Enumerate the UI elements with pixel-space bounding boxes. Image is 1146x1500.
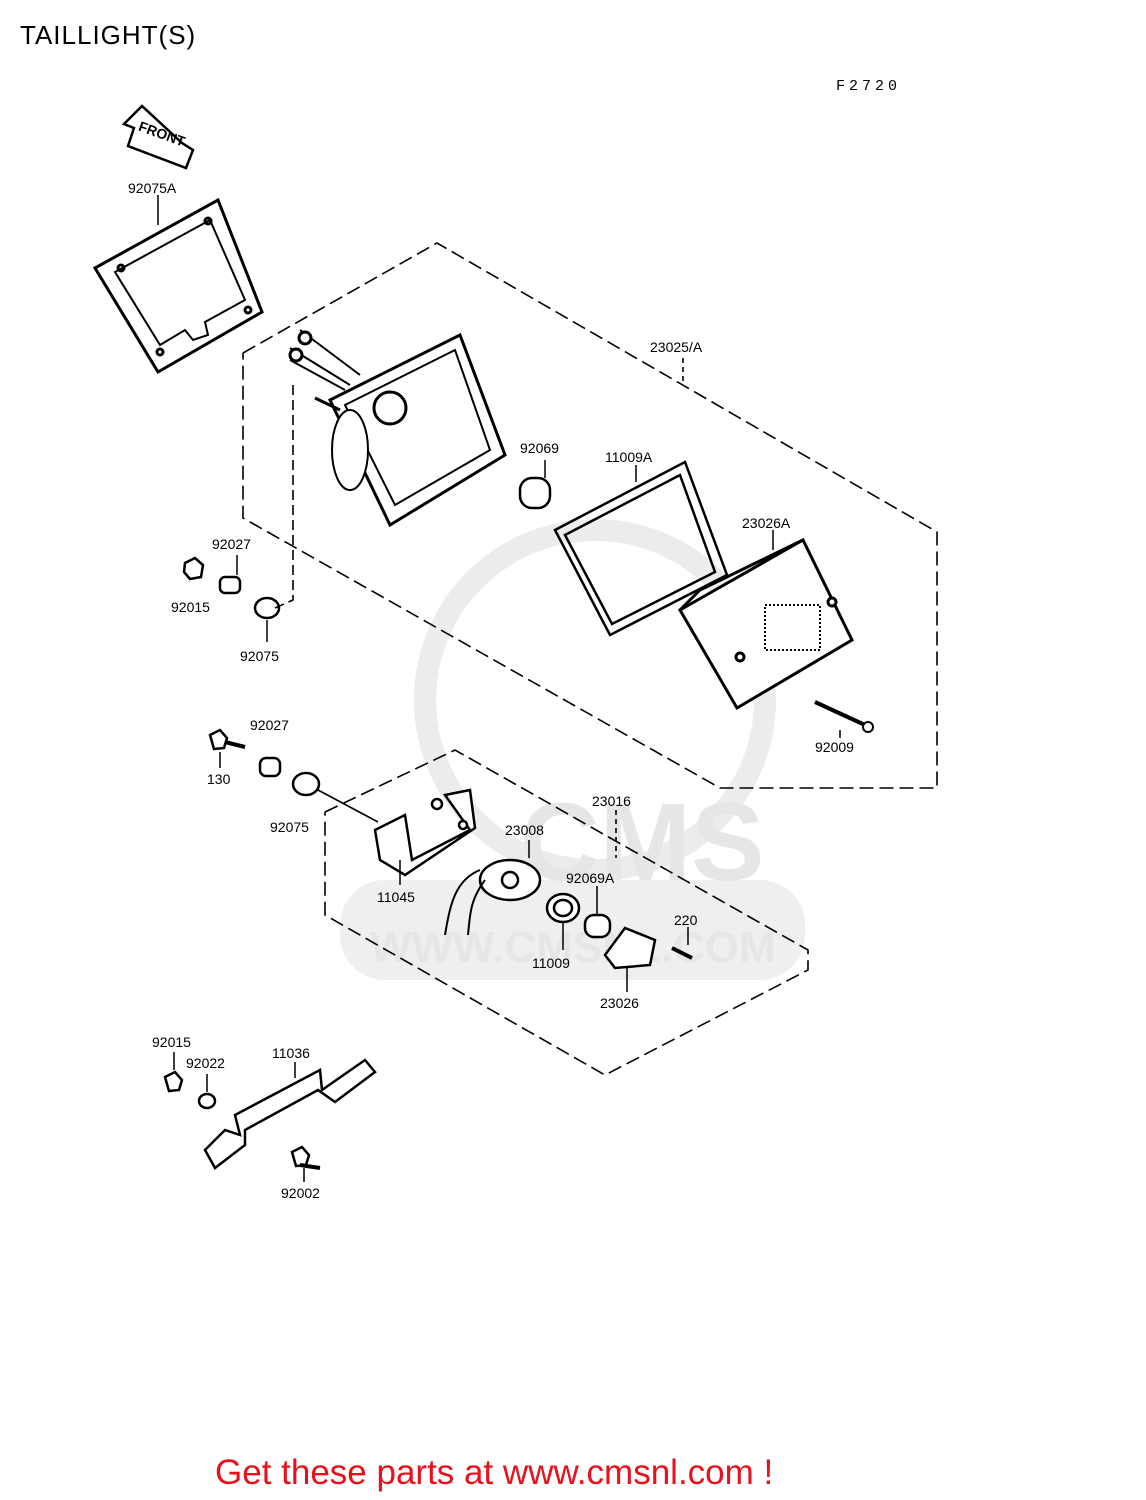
label-92015-bot: 92015	[152, 1034, 191, 1050]
footer-link[interactable]: Get these parts at www.cmsnl.com !	[215, 1453, 774, 1492]
label-23026a: 23026A	[742, 515, 791, 531]
label-23008: 23008	[505, 822, 544, 838]
lens-23026a	[677, 530, 854, 711]
watermark-brand: CMS	[520, 781, 764, 904]
page-title: TAILLIGHT(S)	[20, 20, 197, 50]
label-92002: 92002	[281, 1185, 320, 1201]
bracket-11045	[373, 788, 477, 885]
watermark-url: WWW.CMSNL.COM	[370, 923, 776, 972]
label-92022: 92022	[186, 1055, 225, 1071]
label-11009: 11009	[532, 955, 570, 971]
label-92075-mid: 92075	[270, 819, 309, 835]
label-11036: 11036	[272, 1045, 310, 1061]
label-11009a: 11009A	[605, 449, 653, 465]
front-arrow: FRONT	[121, 104, 195, 170]
label-23026: 23026	[600, 995, 639, 1011]
assembly-frame-23025a	[242, 242, 938, 789]
bulb-92069	[518, 460, 552, 510]
watermark-ring	[414, 519, 776, 881]
label-11045: 11045	[377, 889, 415, 905]
label-92027-mid: 92027	[250, 717, 289, 733]
label-23016: 23016	[592, 793, 631, 809]
small-parts-mid	[208, 728, 379, 823]
socket-23008	[444, 840, 542, 936]
screw-92009	[814, 700, 874, 738]
small-parts-bottom	[163, 1052, 377, 1182]
label-220: 220	[674, 912, 698, 928]
assembly-frame-23016	[324, 749, 809, 1076]
label-92069: 92069	[520, 440, 559, 456]
label-92015-top: 92015	[171, 599, 210, 615]
gasket-92075a	[92, 195, 264, 375]
label-92069a: 92069A	[566, 870, 615, 886]
small-parts-top	[182, 385, 294, 642]
label-92075-top: 92075	[240, 648, 279, 664]
label-92009: 92009	[815, 739, 854, 755]
watermark: CMS WWW.CMSNL.COM	[340, 519, 805, 980]
figure-code: F2720	[836, 78, 902, 95]
small-parts-lamp	[545, 886, 693, 992]
label-92075a: 92075A	[128, 180, 177, 196]
label-23025a: 23025/A	[650, 339, 703, 355]
lens-gasket-11009a	[553, 460, 729, 637]
label-130: 130	[207, 771, 231, 787]
label-92027-top: 92027	[212, 536, 251, 552]
taillight-housing	[288, 329, 507, 528]
